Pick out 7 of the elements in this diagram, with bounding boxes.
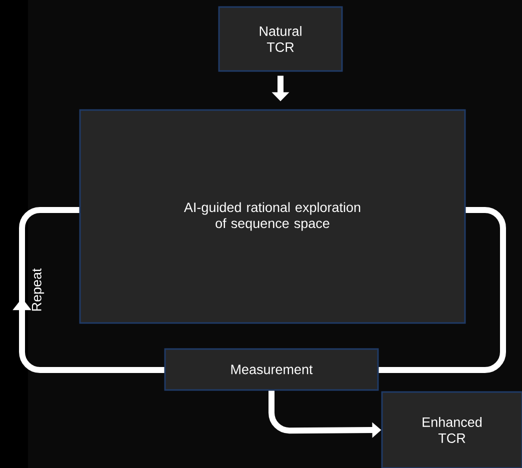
process-box: Natural TCR <box>218 6 343 72</box>
process-box: Measurement <box>164 348 379 391</box>
loop-line <box>378 207 506 373</box>
loop-arrow <box>12 207 164 373</box>
process-box: AI-guided rational exploration of sequence space <box>79 109 466 324</box>
edge-label: Repeat <box>30 267 46 313</box>
process-box: Enhanced TCR <box>381 391 522 468</box>
